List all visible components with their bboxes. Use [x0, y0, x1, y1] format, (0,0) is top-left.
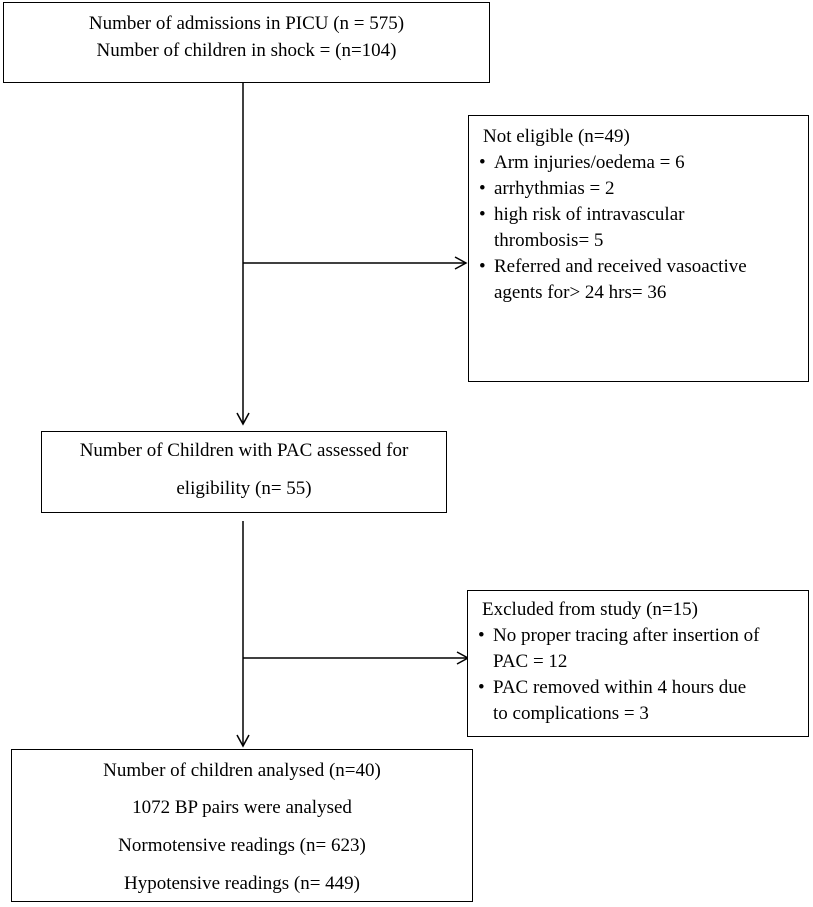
hypotensive-line: Hypotensive readings (n= 449): [123, 873, 361, 894]
normotensive-line: Normotensive readings (n= 623): [118, 835, 366, 856]
excluded-box: Excluded from study (n=15) •No proper tr…: [467, 590, 809, 737]
bp-pairs-line: 1072 BP pairs were analysed: [132, 797, 352, 818]
not-eligible-list: •Arm injuries/oedema = 6 •arrhythmias = …: [479, 150, 747, 306]
bullet-icon: •: [479, 256, 486, 277]
assessed-line-2: eligibility (n= 55): [176, 478, 312, 499]
assessed-line-1: Number of Children with PAC assessed for: [79, 440, 409, 461]
admissions-line: Number of admissions in PICU (n = 575): [88, 13, 405, 34]
not-eligible-box: Not eligible (n=49) •Arm injuries/oedema…: [468, 115, 809, 382]
bullet-icon: •: [479, 204, 486, 225]
list-item: •Arm injuries/oedema = 6: [479, 150, 747, 176]
shock-line: Number of children in shock = (n=104): [96, 40, 397, 61]
analysed-box: Number of children analysed (n=40) 1072 …: [11, 749, 473, 902]
bullet-icon: •: [478, 625, 485, 646]
assessed-box: Number of Children with PAC assessed for…: [41, 431, 447, 513]
not-eligible-title: Not eligible (n=49): [483, 126, 630, 147]
bullet-icon: •: [479, 152, 486, 173]
excluded-title: Excluded from study (n=15): [482, 599, 698, 620]
bullet-icon: •: [479, 178, 486, 199]
list-item: •arrhythmias = 2: [479, 176, 747, 202]
bullet-icon: •: [478, 677, 485, 698]
analysed-line: Number of children analysed (n=40): [103, 760, 381, 781]
admissions-box: Number of admissions in PICU (n = 575) N…: [3, 2, 490, 83]
